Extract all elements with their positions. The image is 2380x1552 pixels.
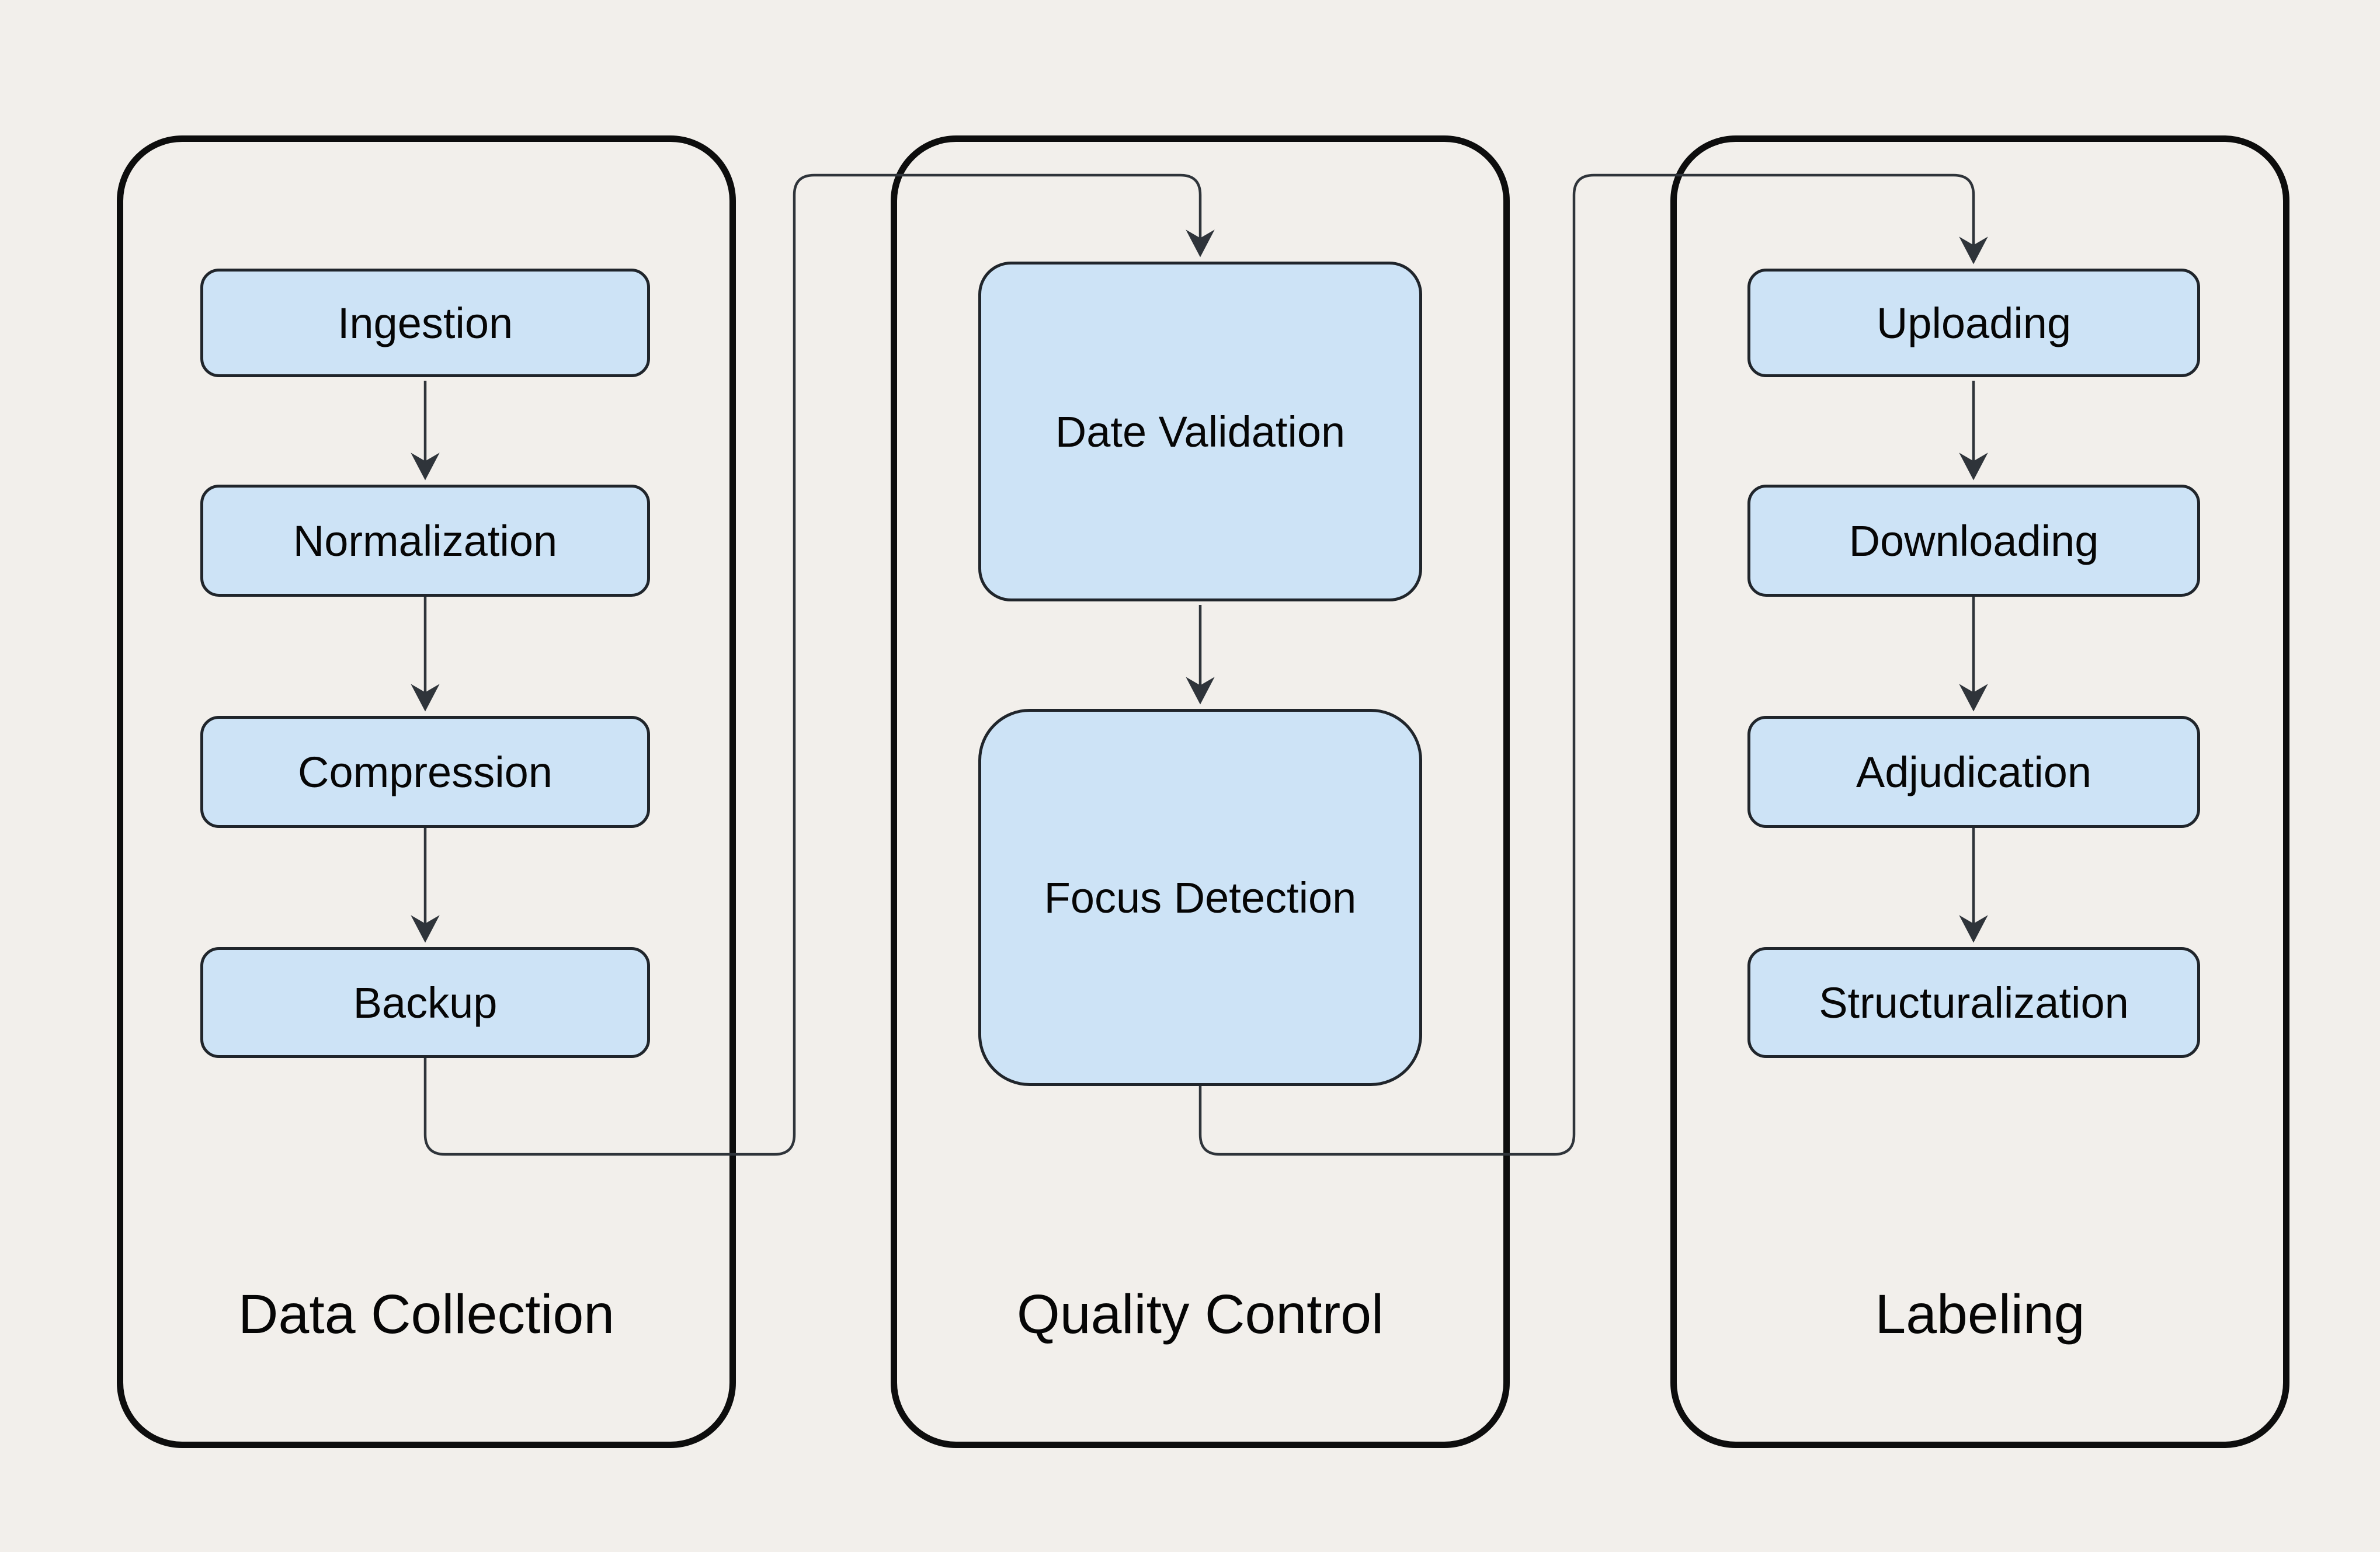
node-uploading: Uploading [1747, 269, 2200, 377]
group-label-data-collection: Data Collection [238, 1283, 615, 1345]
node-ingestion: Ingestion [200, 269, 650, 377]
node-uploading-label: Uploading [1876, 298, 2072, 347]
arrow-backup-to-date-validation [423, 173, 1215, 1156]
node-focus-detection: Focus Detection [978, 709, 1422, 1086]
group-label-labeling: Labeling [1875, 1283, 2085, 1345]
node-normalization: Normalization [200, 485, 650, 597]
node-ingestion-label: Ingestion [337, 298, 513, 347]
node-normalization-label: Normalization [293, 516, 558, 565]
node-compression-label: Compression [298, 747, 553, 796]
arrow-focus-detection-to-uploading [1198, 173, 1988, 1156]
node-downloading-label: Downloading [1849, 516, 2099, 565]
node-compression: Compression [200, 716, 650, 828]
node-date-validation: Date Validation [978, 262, 1422, 601]
node-structuralization: Structuralization [1747, 947, 2200, 1058]
group-labeling [1670, 135, 2289, 1448]
node-downloading: Downloading [1747, 485, 2200, 597]
group-data-collection [117, 135, 736, 1448]
group-quality-control [891, 135, 1510, 1448]
node-structuralization-label: Structuralization [1819, 978, 2129, 1027]
node-backup-label: Backup [353, 978, 498, 1027]
group-label-quality-control: Quality Control [1016, 1283, 1384, 1345]
node-focus-detection-label: Focus Detection [1044, 873, 1357, 922]
node-adjudication-label: Adjudication [1856, 747, 2092, 796]
node-backup: Backup [200, 947, 650, 1058]
node-date-validation-label: Date Validation [1055, 407, 1346, 456]
node-adjudication: Adjudication [1747, 716, 2200, 828]
